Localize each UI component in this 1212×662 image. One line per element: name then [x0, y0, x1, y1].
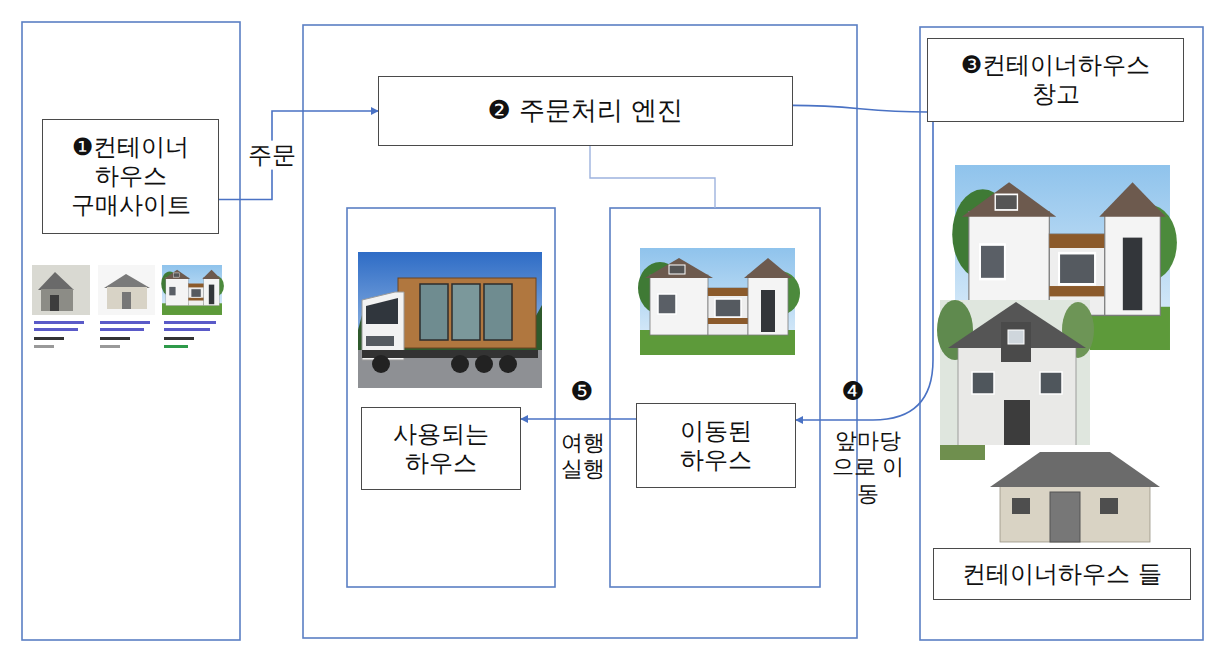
warehouse-box: ❸컨테이너하우스 창고: [927, 38, 1184, 122]
flow-arrow: [219, 111, 378, 200]
site-box: ❶컨테이너 하우스 구매사이트: [42, 119, 219, 234]
node-text: ❸컨테이너하우스 창고: [936, 51, 1175, 109]
group-box: 컨테이너하우스 들: [933, 548, 1191, 600]
house-box: 사용되는 하우스: [361, 407, 521, 490]
callout-number: ❹: [836, 376, 870, 407]
node-text: 이동된 하우스: [645, 417, 787, 475]
node-text: 컨테이너하우스 들: [962, 560, 1162, 589]
engine-box: ❷ 주문처리 엔진: [378, 76, 793, 146]
house-box: 이동된 하우스: [636, 403, 796, 488]
flow-arrow: [521, 418, 636, 420]
flow-arrow: [796, 122, 933, 420]
edge-note: 여행 실행: [556, 430, 610, 483]
edge-label: 주문: [245, 141, 299, 170]
callout-number: ❺: [566, 376, 598, 407]
edge-note: 앞마당으로 이동: [830, 428, 906, 507]
node-text: ❶컨테이너 하우스 구매사이트: [51, 133, 210, 219]
node-text: 사용되는 하우스: [370, 420, 512, 478]
node-text: ❷ 주문처리 엔진: [488, 95, 684, 126]
flow-arrow: [793, 105, 927, 112]
